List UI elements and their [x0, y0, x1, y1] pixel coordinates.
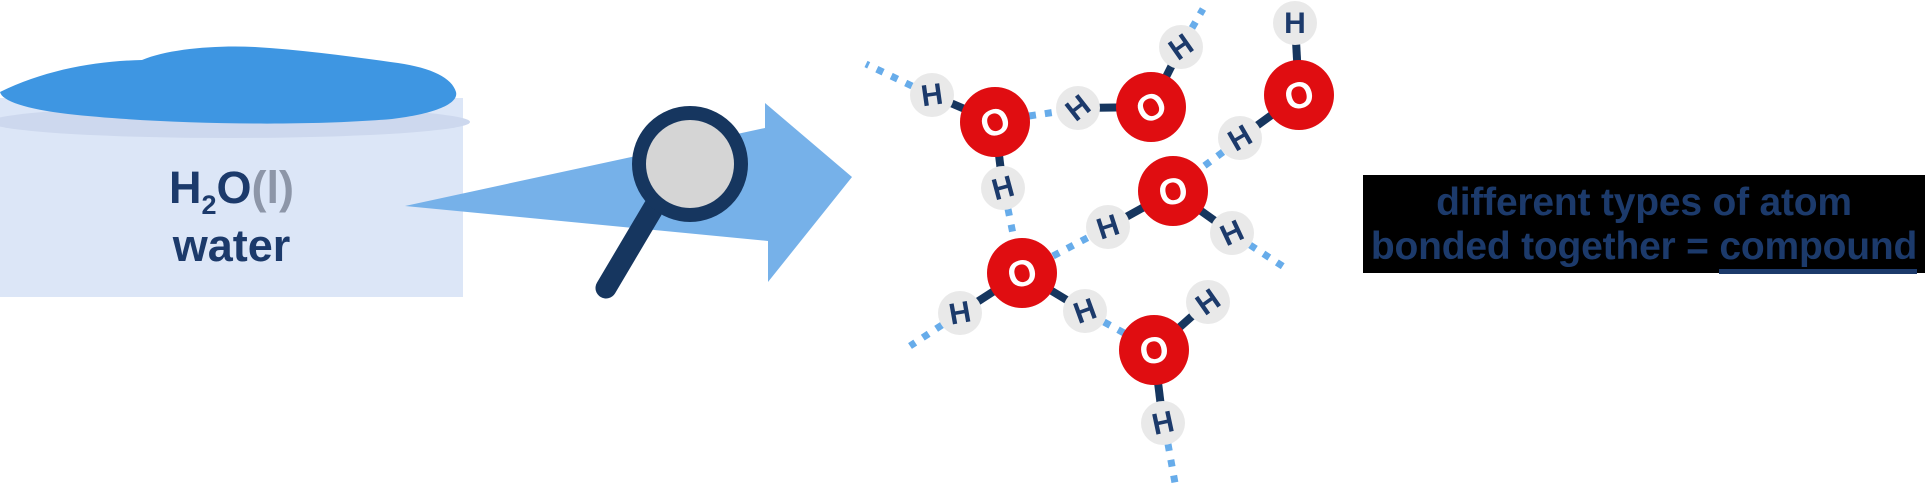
oxygen-atom — [1138, 156, 1208, 226]
caption-line-2: bonded together = compound — [1363, 225, 1925, 274]
hydrogen-atom — [1141, 401, 1185, 445]
hydrogen-bond — [864, 60, 914, 90]
hydrogen-bond — [1051, 233, 1091, 260]
hydrogen-atom — [1210, 211, 1254, 255]
magnifier-icon — [595, 106, 748, 299]
hydrogen-atom — [1063, 289, 1107, 333]
beaker-name-label: water — [172, 220, 291, 271]
magnifier-handle — [595, 196, 665, 299]
oxygen-label: O — [1136, 328, 1171, 373]
formula-o: O — [216, 162, 252, 213]
beaker-formula: H2O(l) — [0, 164, 463, 229]
hydrogen-atom — [910, 73, 954, 117]
caption-box: different types of atom bonded together … — [1363, 175, 1925, 274]
state-symbol: (l) — [251, 162, 295, 213]
compound-term: compound — [1719, 225, 1917, 274]
caption-line-2-prefix: bonded together = — [1370, 225, 1720, 268]
caption-line-1: different types of atom — [1436, 181, 1852, 224]
hydrogen-atom — [1056, 86, 1100, 130]
hydrogen-atom — [1273, 1, 1317, 45]
formula-subscript: 2 — [201, 190, 217, 220]
hydrogen-bond — [1028, 108, 1057, 120]
oxygen-atom — [960, 87, 1030, 157]
oxygen-atom — [1116, 72, 1186, 142]
zoom-callout — [405, 103, 852, 299]
hydrogen-atom — [1086, 205, 1130, 249]
hydrogen-bond — [1164, 443, 1179, 484]
hydrogen-label: H — [1284, 7, 1306, 40]
beaker — [0, 46, 470, 297]
hydrogen-bond — [908, 322, 944, 349]
oxygen-atom — [987, 238, 1057, 308]
formula-h: H — [168, 162, 202, 213]
hydrogen-bond — [1102, 318, 1126, 337]
hydrogen-atom — [981, 166, 1025, 210]
water-surface — [0, 46, 457, 124]
oxygen-atom — [1264, 60, 1334, 130]
hydrogen-atom — [1218, 116, 1262, 160]
hydrogen-atom — [1186, 280, 1230, 324]
hydrogen-atom — [1159, 25, 1203, 69]
hydrogen-atom — [938, 291, 982, 335]
oxygen-atom — [1119, 315, 1189, 385]
hydrogen-bond — [1004, 208, 1018, 240]
hydrogen-bond — [1188, 7, 1207, 30]
hydrogen-bond — [1248, 242, 1289, 272]
hydrogen-bond — [1197, 149, 1226, 172]
magnifier-lens — [632, 106, 748, 222]
hydrogen-label: H — [919, 78, 945, 114]
